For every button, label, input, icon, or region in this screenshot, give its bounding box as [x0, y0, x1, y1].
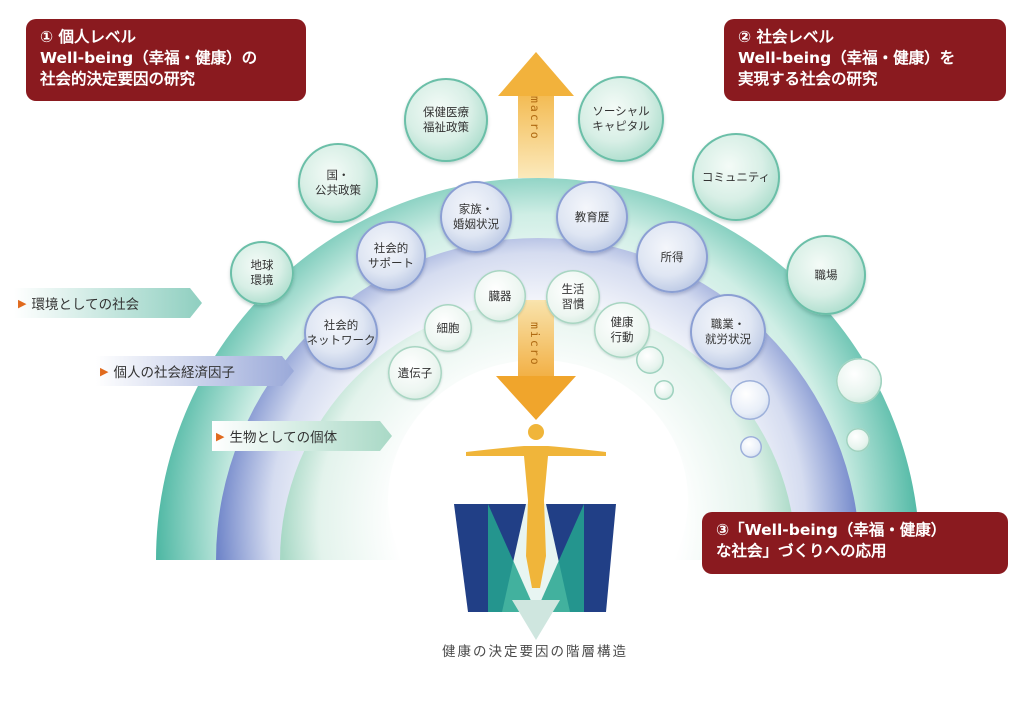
node-label: 生活 習慣	[561, 282, 585, 311]
node-label: 国・ 公共政策	[315, 168, 361, 197]
node-label: 所得	[660, 249, 684, 264]
macro-arrow	[498, 52, 574, 178]
diagram-caption: 健康の決定要因の階層構造	[442, 644, 628, 660]
level-label-socioeconomic: ▶ 個人の社会経済因子	[100, 356, 290, 386]
decor-bubble-4	[740, 436, 762, 458]
triangle-marker-icon: ▶	[216, 429, 225, 443]
level-label-environment: ▶ 環境としての社会	[18, 288, 198, 318]
triangle-marker-icon: ▶	[18, 296, 27, 310]
level-label-text: 環境としての社会	[31, 297, 140, 313]
node-social-support: 社会的 サポート	[356, 221, 426, 291]
callout-individual-line-3: 社会的決定要因の研究	[40, 70, 196, 88]
callout-individual-line-2: Well-being（幸福・健康）の	[40, 49, 258, 67]
node-organs: 臓器	[474, 270, 526, 322]
level-label-text: 生物としての個体	[229, 430, 338, 446]
node-social-network: 社会的 ネットワーク	[304, 296, 378, 370]
node-label: ソーシャル キャピタル	[592, 104, 650, 133]
label-band-socio	[96, 356, 294, 386]
node-label: 教育歴	[574, 209, 610, 224]
node-label: 家族・ 婚姻状況	[453, 202, 499, 231]
node-occupation-employment: 職業・ 就労状況	[690, 294, 766, 370]
callout-individual-level: ① 個人レベル Well-being（幸福・健康）の 社会的決定要因の研究	[26, 19, 306, 101]
node-label: コミュニティ	[701, 169, 771, 184]
callout-society-line-3: 実現する社会の研究	[738, 70, 878, 88]
callout-society-level: ② 社会レベル Well-being（幸福・健康）を 実現する社会の研究	[724, 19, 1006, 101]
node-health-welfare-policy: 保健医療 福祉政策	[404, 78, 488, 162]
level-label-biological: ▶ 生物としての個体	[216, 421, 386, 451]
node-label: 職業・ 就労状況	[705, 317, 751, 346]
decor-bubble-2	[654, 380, 674, 400]
decor-bubble-6	[846, 428, 870, 452]
callout-society-line-1: ② 社会レベル	[738, 28, 835, 46]
callout-application: ③「Well-being（幸福・健康） な社会」づくりへの応用	[702, 512, 1008, 574]
node-lifestyle: 生活 習慣	[546, 270, 600, 324]
node-community: コミュニティ	[692, 133, 780, 221]
human-figure	[466, 424, 606, 588]
node-label: 社会的 サポート	[368, 241, 414, 270]
node-label: 地球 環境	[250, 258, 274, 287]
node-cells: 細胞	[424, 304, 472, 352]
node-income: 所得	[636, 221, 708, 293]
node-health-behavior: 健康 行動	[594, 302, 650, 358]
callout-application-line-1: ③「Well-being（幸福・健康）	[716, 521, 947, 539]
decor-bubble-5	[836, 358, 882, 404]
node-genes: 遺伝子	[388, 346, 442, 400]
label-band-bio	[212, 421, 392, 451]
node-label: 細胞	[436, 320, 460, 335]
decor-bubble-1	[636, 346, 664, 374]
micro-label: micro	[528, 322, 542, 367]
macro-label: macro	[528, 96, 542, 141]
callout-society-line-2: Well-being（幸福・健康）を	[738, 49, 956, 67]
micro-arrow	[496, 300, 576, 420]
node-social-capital: ソーシャル キャピタル	[578, 76, 664, 162]
node-label: 保健医療 福祉政策	[423, 105, 469, 134]
triangle-marker-icon: ▶	[100, 364, 109, 378]
node-education: 教育歴	[556, 181, 628, 253]
node-national-public-policy: 国・ 公共政策	[298, 143, 378, 223]
node-global-environment: 地球 環境	[230, 241, 294, 305]
node-label: 職場	[814, 267, 838, 282]
label-band-env	[14, 288, 202, 318]
callout-application-line-2: な社会」づくりへの応用	[716, 542, 887, 560]
node-label: 社会的 ネットワーク	[306, 318, 376, 347]
callout-individual-line-1: ① 個人レベル	[40, 28, 137, 46]
level-label-text: 個人の社会経済因子	[113, 365, 235, 381]
node-label: 健康 行動	[610, 315, 634, 344]
node-family-marital: 家族・ 婚姻状況	[440, 181, 512, 253]
decor-bubble-3	[730, 380, 770, 420]
node-workplace: 職場	[786, 235, 866, 315]
node-label: 臓器	[488, 288, 512, 303]
node-label: 遺伝子	[397, 365, 433, 380]
